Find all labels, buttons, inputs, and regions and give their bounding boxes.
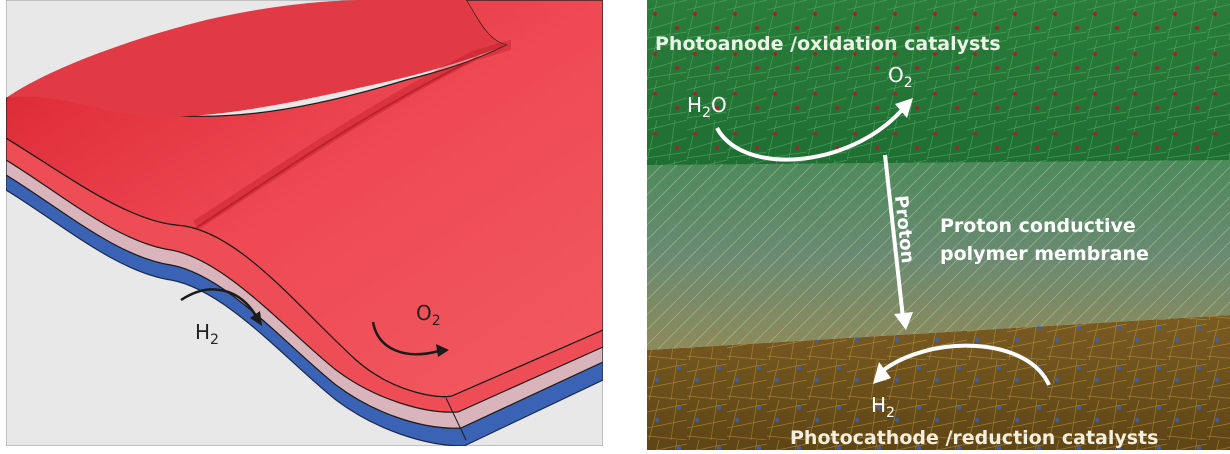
reduction-arrowhead [873,362,891,384]
membrane-fibers [647,160,1230,350]
right-panel-membrane-illustration: Photoanode /oxidation catalysts H2O O2 P… [647,0,1230,450]
o2-arrowhead [436,344,449,357]
membrane-svg: Photoanode /oxidation catalysts H2O O2 P… [647,0,1230,450]
proton-arrowhead [894,312,913,330]
oxidation-arrow [715,108,904,162]
proton-arrow [883,154,905,319]
left-panel-sheet-illustration: H2 O2 [5,0,604,447]
o2-label-left: O2 [416,301,441,329]
membrane-label-line2: polymer membrane [940,243,1149,265]
membrane-label-line1: Proton conductive [940,215,1136,237]
h2-label-right: H2 [871,393,895,421]
sheet-svg: H2 O2 [5,0,604,447]
ridge-line [193,40,512,230]
o2-arrow [371,321,440,356]
photocathode-label: Photocathode /reduction catalysts [790,427,1158,449]
o2-label-right: O2 [888,63,913,91]
h2-arrow [180,288,258,317]
photocathode-fibers [647,315,1230,450]
red-sheet-back [6,0,506,117]
oxidation-arrowhead [895,98,913,118]
h2o-label: H2O [687,93,727,121]
photoanode-label: Photoanode /oxidation catalysts [655,33,1001,55]
reduction-arrow [879,343,1051,386]
ridge-crease [195,56,479,229]
h2-label-left: H2 [195,320,219,348]
edge-line [445,397,467,441]
h2-arrowhead [250,311,262,326]
